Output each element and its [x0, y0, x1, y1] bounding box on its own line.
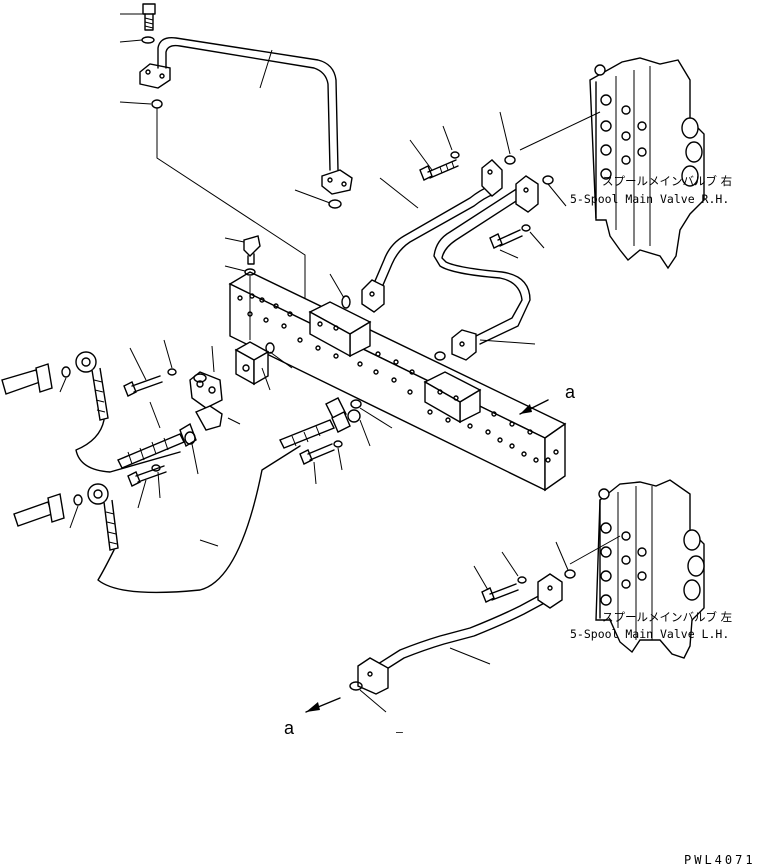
flange-icon [139, 63, 171, 89]
o-ring-icon [564, 569, 576, 579]
washer-icon [167, 368, 177, 376]
bolt-icon [142, 3, 156, 31]
flange-icon [537, 573, 563, 609]
washer-icon [151, 464, 161, 472]
rh-main-valve [519, 57, 705, 270]
lh-pipe-assembly [349, 535, 621, 713]
bolt-icon [123, 375, 163, 397]
top-u-pipe-assembly [119, 3, 353, 320]
flange-icon [361, 279, 385, 313]
washer-icon [141, 36, 155, 44]
dash-mark: – [396, 725, 403, 739]
flange-icon [515, 175, 539, 213]
check-block [234, 341, 293, 391]
o-ring-icon [542, 175, 554, 185]
o-ring-icon [265, 342, 275, 354]
o-ring-icon [349, 681, 363, 691]
lower-bolt-group [127, 399, 393, 509]
washer-icon [517, 576, 527, 584]
washer-icon [333, 440, 343, 448]
bolt-icon [481, 583, 519, 603]
rh-pipe-assembly [329, 111, 567, 361]
bolt-icon [419, 159, 459, 181]
breather-fitting [224, 235, 261, 340]
o-ring-icon [434, 351, 446, 361]
o-ring-icon [61, 366, 71, 378]
hose-flange-icon [75, 351, 97, 373]
drawing-code: PWL4071 [684, 853, 756, 867]
o-ring-icon [151, 99, 163, 109]
leader-line [294, 189, 331, 204]
bolt-icon [299, 443, 335, 465]
leader-line [259, 49, 273, 89]
main-manifold-block [228, 271, 567, 492]
u-pipe-outer [157, 37, 339, 171]
flange-icon [357, 657, 389, 695]
o-ring-icon [347, 409, 361, 423]
ref-arrow-a-bottom [305, 697, 341, 713]
lh-valve-label-jp: スプールメインバルブ 左 [602, 610, 732, 624]
upper-bolt-group [123, 339, 241, 475]
lh-main-valve [595, 479, 705, 659]
ref-label-a-bottom: a [284, 718, 295, 738]
bolt-icon [489, 229, 523, 249]
ref-arrow-a-top [519, 399, 549, 415]
upper-hose-assembly [1, 351, 197, 473]
flange-icon [451, 329, 477, 361]
o-ring-icon [73, 494, 83, 506]
hose-flange-icon [87, 483, 109, 505]
hose-braid [91, 367, 109, 421]
rh-valve-label-jp: スプールメインバルブ 右 [602, 174, 732, 188]
flange-icon [321, 169, 353, 195]
o-ring-icon [244, 268, 256, 276]
o-ring-icon [184, 431, 196, 445]
leader-line [119, 39, 143, 43]
u-pipe-inner [165, 44, 331, 171]
washer-icon [521, 224, 531, 232]
washer-icon [450, 151, 460, 159]
leader-line [119, 101, 152, 105]
o-ring-icon [328, 199, 342, 209]
o-ring-icon [341, 295, 351, 309]
lh-valve-label-en: 5-Spool Main Valve L.H. [570, 627, 729, 641]
split-flange-icon [189, 371, 223, 409]
rh-valve-label-en: 5-Spool Main Valve R.H. [570, 192, 729, 206]
flange-icon [481, 159, 503, 197]
ref-label-a-top: a [565, 382, 576, 402]
o-ring-icon [504, 155, 516, 165]
lower-hose-assembly [13, 397, 351, 594]
center-line [156, 108, 306, 320]
